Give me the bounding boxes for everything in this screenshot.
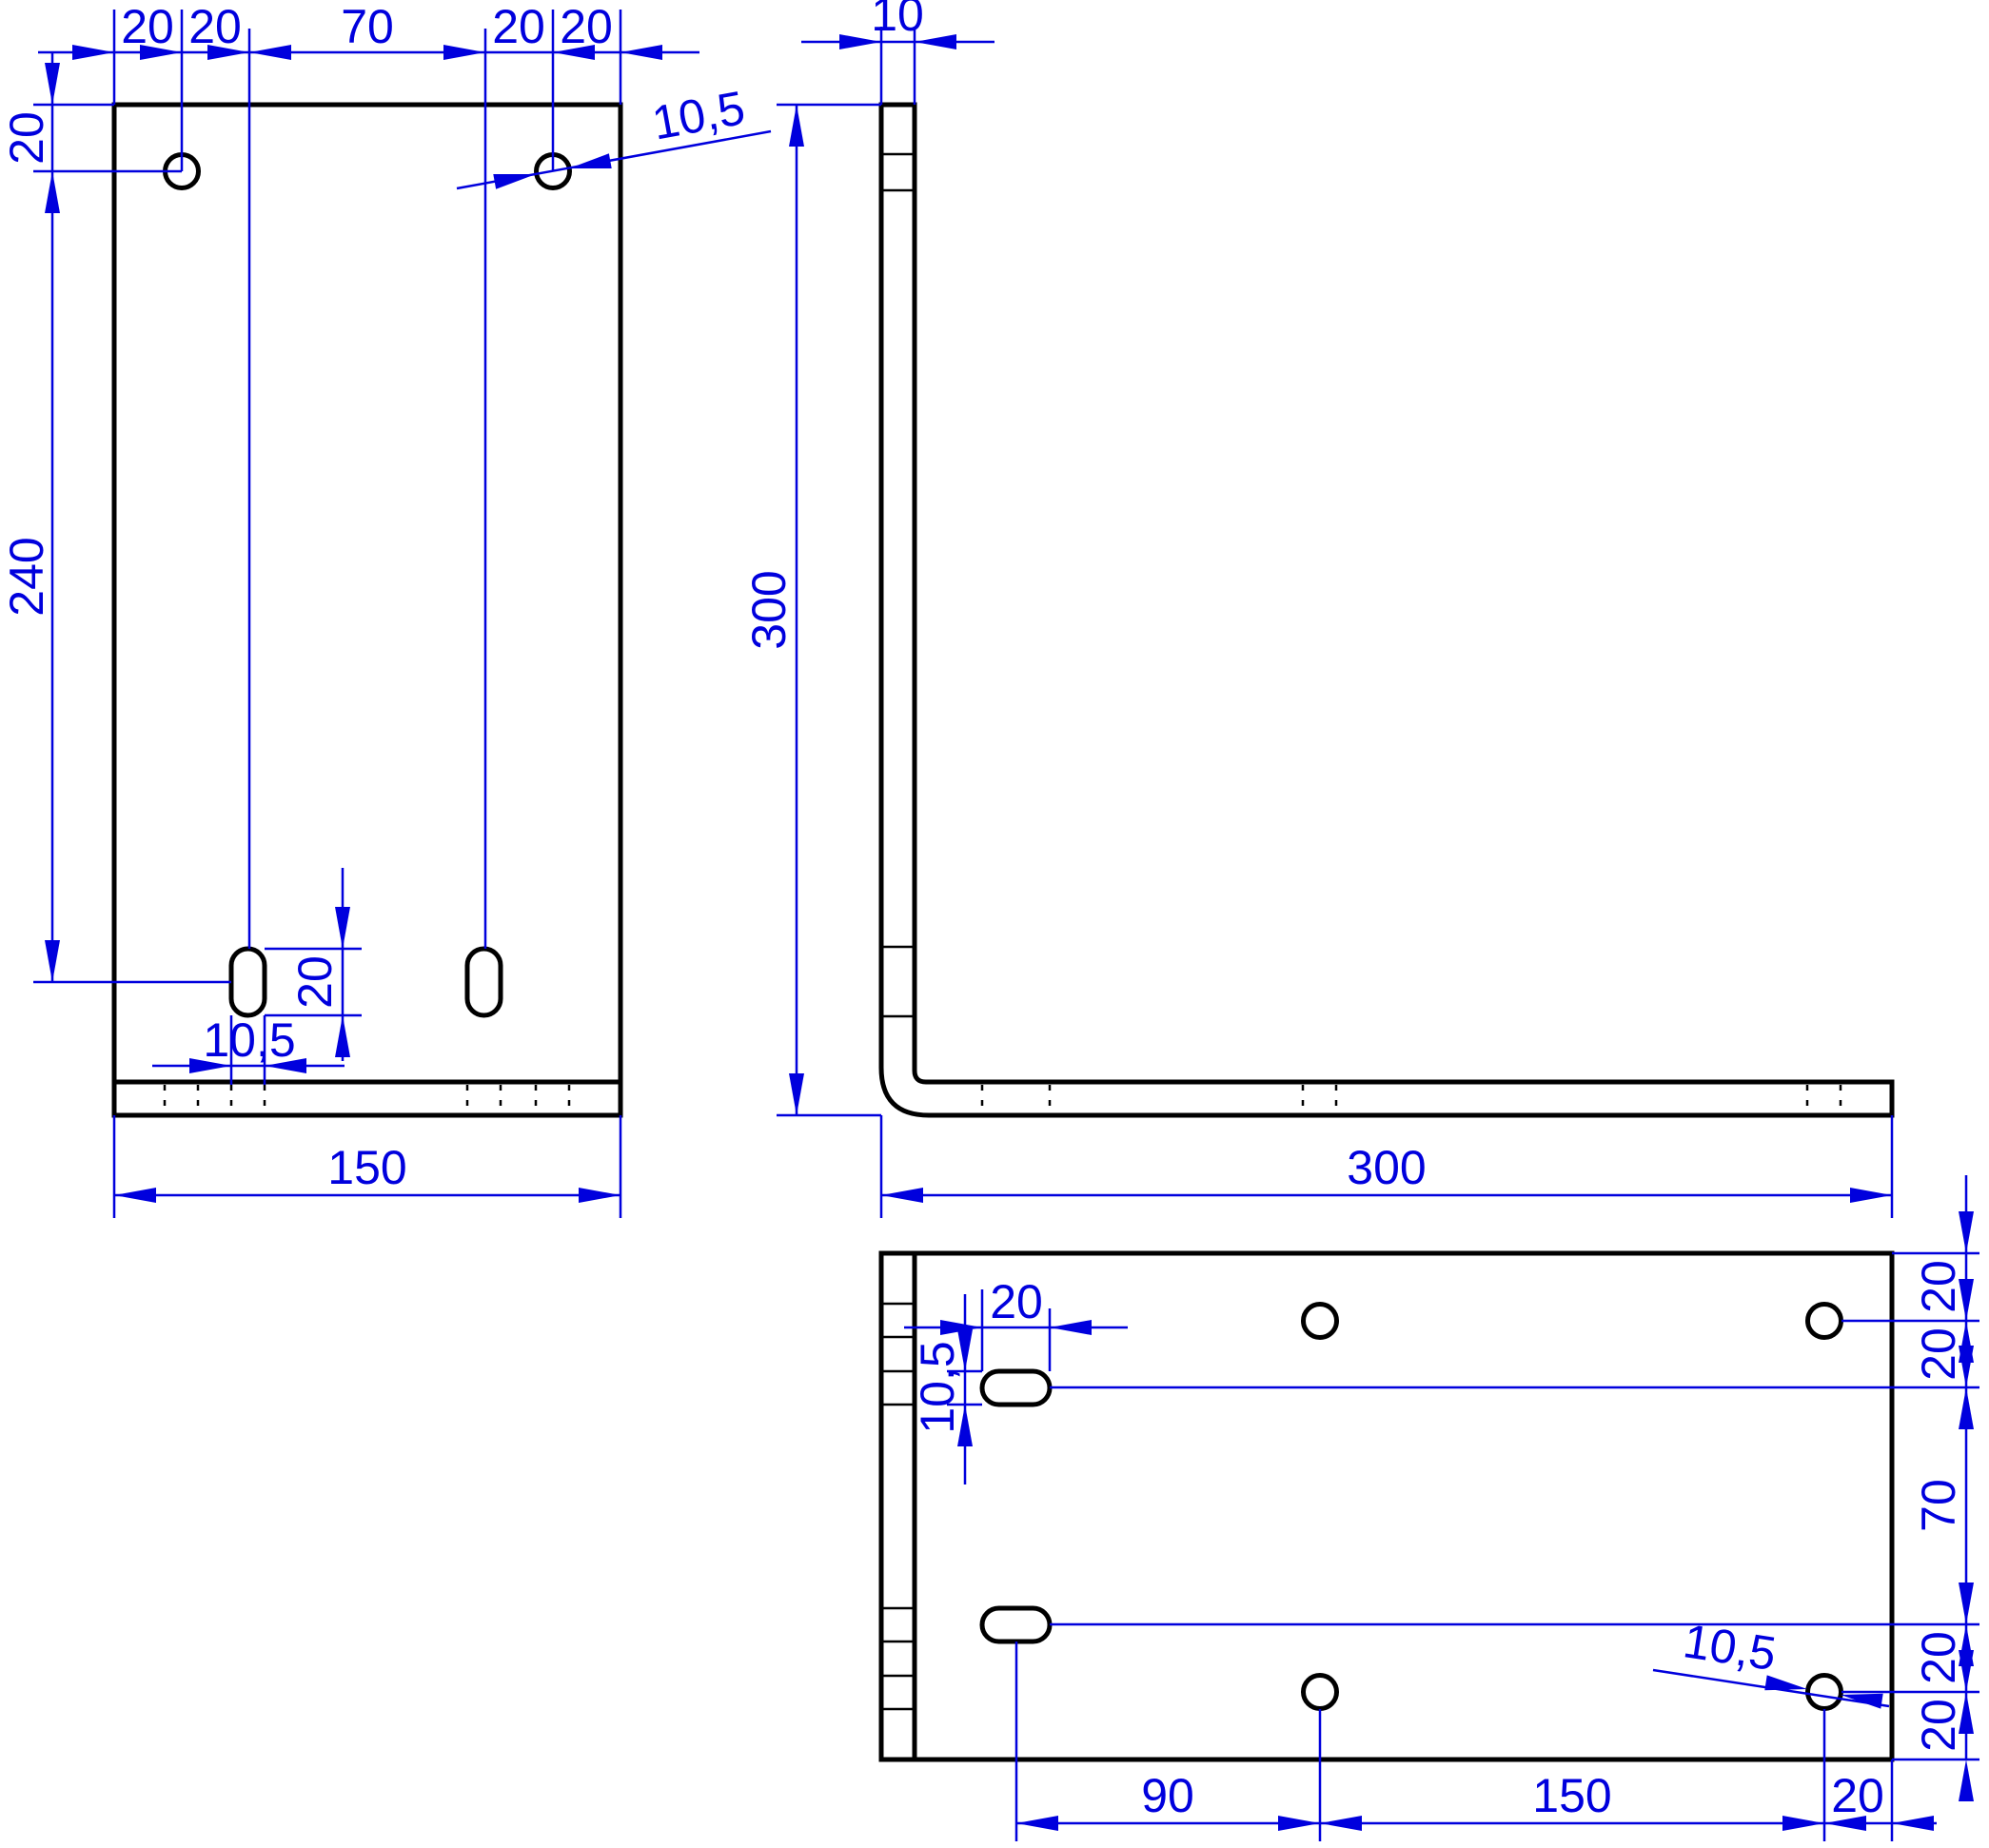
bottom-dim-hole-to-edge: 20	[1831, 1769, 1884, 1822]
bottom-slot-length-dimension: 20	[904, 1275, 1128, 1371]
front-dim-slot-length: 20	[288, 955, 342, 1009]
bottom-hidden-ticks	[881, 1302, 915, 1711]
bottom-hole-top-right	[1805, 1302, 1843, 1340]
bottom-hole-top-middle	[1301, 1302, 1339, 1340]
front-plate-outline	[111, 102, 623, 1118]
bottom-slot-width-dimension: 10,5	[911, 1294, 982, 1484]
front-view: 20 20 70 20 20 20 240 10,5	[0, 0, 772, 1218]
front-slot-right	[464, 946, 503, 1018]
bottom-right-dimension-chain: 20 20 70 20 20	[1050, 1175, 1979, 1801]
bottom-dim-hole-to-hole: 150	[1532, 1769, 1611, 1822]
bottom-dim-slot-to-hole-bottom: 20	[1912, 1631, 1965, 1684]
bottom-plate-outline	[878, 1250, 1895, 1762]
side-hidden-ticks	[881, 152, 1842, 1113]
bottom-dim-between-slots: 70	[1912, 1479, 1965, 1532]
front-slot-length-dimension: 20	[265, 868, 362, 1061]
front-hole-diameter-leader: 10,5	[456, 81, 772, 190]
bottom-dim-hole-to-edge-bottom: 20	[1912, 1699, 1965, 1752]
bottom-dim-slot-to-hole: 90	[1141, 1769, 1194, 1822]
bottom-view: 20 10,5	[878, 1175, 1979, 1841]
front-dim-between-slots: 70	[341, 0, 394, 53]
front-dim-slot-width: 10,5	[203, 1013, 295, 1067]
bottom-hole-diameter-leader: 10,5	[1652, 1614, 1890, 1709]
front-dim-slot-hole-right: 20	[492, 0, 545, 53]
side-view: 10 300 300	[742, 0, 1895, 1218]
side-dim-length: 300	[1347, 1141, 1426, 1194]
front-width-dimension: 150	[112, 1115, 622, 1218]
side-dim-thickness: 10	[871, 0, 924, 41]
front-dim-width: 150	[327, 1141, 406, 1194]
front-slot-left	[228, 946, 267, 1018]
front-top-dimension-chain: 20 20 70 20 20	[38, 0, 699, 949]
front-dim-hole-slot-left: 20	[188, 0, 242, 53]
bottom-horizontal-dimension-chain: 90 150 20	[1014, 1642, 1937, 1841]
bottom-dim-hole-to-slot-top: 20	[1912, 1327, 1965, 1381]
bottom-dim-edge-to-hole-top: 20	[1912, 1260, 1965, 1313]
front-hidden-lines	[163, 1085, 571, 1113]
front-slot-width-dimension: 10,5	[152, 1013, 345, 1085]
front-left-dimension-chain: 20 240	[0, 52, 231, 984]
bottom-hole-bottom-middle	[1301, 1673, 1339, 1711]
bottom-dim-slot-width: 10,5	[911, 1341, 964, 1433]
bottom-dim-slot-length: 20	[990, 1275, 1043, 1328]
side-dim-height: 300	[742, 570, 796, 649]
side-thickness-dimension: 10	[801, 0, 994, 105]
bottom-hole-bottom-right	[1805, 1673, 1843, 1711]
front-dim-top-edge-hole-left: 20	[121, 0, 174, 53]
bottom-slot-bottom	[979, 1605, 1053, 1644]
side-length-dimension: 300	[879, 1115, 1894, 1218]
front-dim-hole-edge-right: 20	[560, 0, 613, 53]
front-dim-hole-diameter: 10,5	[648, 81, 749, 150]
side-profile-outline	[878, 102, 1895, 1118]
front-dim-hole-to-slot: 240	[0, 537, 53, 616]
side-height-dimension: 300	[742, 103, 881, 1117]
front-dim-top-to-hole: 20	[0, 111, 53, 165]
bottom-slot-top	[979, 1368, 1053, 1407]
